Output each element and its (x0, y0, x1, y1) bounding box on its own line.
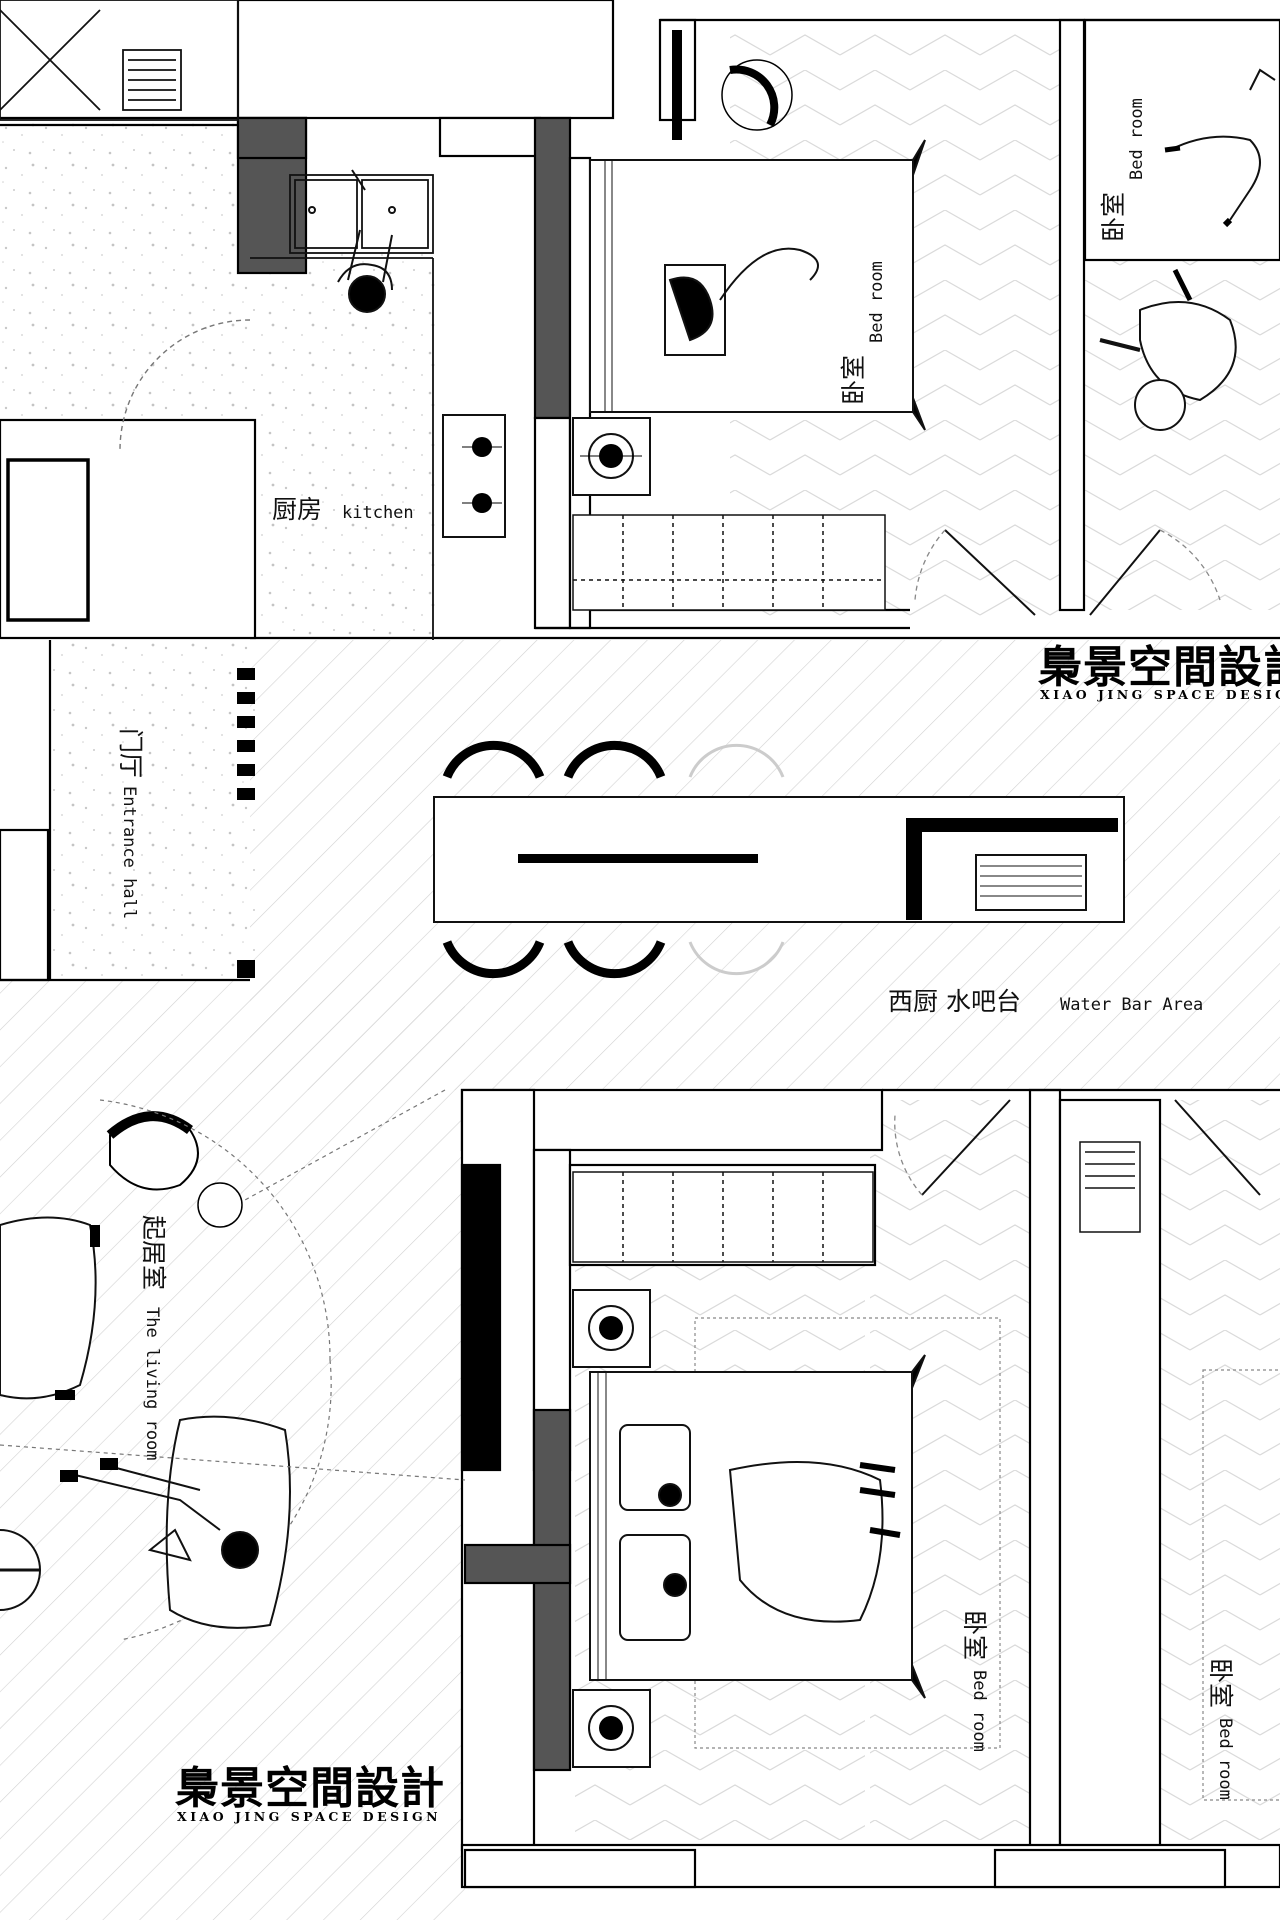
person-icon (60, 1458, 259, 1569)
person-icon (337, 229, 393, 313)
svg-text:kitchen: kitchen (342, 503, 414, 523)
svg-text:梟景空間設計: 梟景空間設計 (1037, 642, 1280, 693)
room-label-bedroom-top-right: 卧室 Bed room (1099, 98, 1147, 242)
svg-text:卧室: 卧室 (839, 355, 868, 405)
door-swing-icon (119, 319, 251, 451)
brand-logo-bottom: 梟景空間設計 XIAO JING SPACE DESIGN (174, 1763, 445, 1824)
svg-text:起居室: 起居室 (139, 1215, 168, 1290)
room-label-living: 起居室 The living room (139, 1215, 168, 1461)
svg-text:The living room: The living room (142, 1307, 162, 1461)
svg-text:卧室: 卧室 (1206, 1658, 1235, 1708)
sink-icon (308, 169, 396, 214)
svg-text:Entrance hall: Entrance hall (119, 786, 139, 919)
svg-text:Water Bar Area: Water Bar Area (1060, 995, 1203, 1015)
svg-text:卧室: 卧室 (1099, 192, 1128, 242)
lamp-icon (0, 1529, 41, 1611)
room-label-entrance: 门厅 Entrance hall (116, 728, 145, 919)
desk (1079, 1141, 1141, 1233)
bar-stool-icon (442, 740, 785, 979)
sightline (244, 1089, 446, 1201)
svg-text:Bed room: Bed room (1127, 98, 1147, 180)
svg-text:XIAO JING SPACE DESIGN: XIAO JING SPACE DESIGN (1040, 687, 1280, 702)
svg-text:Bed room: Bed room (1215, 1718, 1235, 1800)
svg-text:Bed room: Bed room (969, 1670, 989, 1752)
svg-text:厨房: 厨房 (272, 495, 322, 524)
living-rug (119, 1359, 332, 1641)
svg-text:卧室: 卧室 (960, 1610, 989, 1660)
svg-text:Bed room: Bed room (867, 261, 887, 343)
water-bar-island (433, 796, 1125, 923)
chair-icon (672, 30, 793, 140)
person-icon (1164, 68, 1276, 228)
room-label-bedroom-top-mid: 卧室 Bed room (839, 261, 887, 405)
sightline (0, 1444, 466, 1481)
stove-icon (572, 1289, 651, 1768)
svg-text:西厨 水吧台: 西厨 水吧台 (888, 987, 1021, 1016)
bed-icon (589, 1354, 926, 1699)
chair-icon (106, 1111, 243, 1228)
kitchen-counter (0, 0, 434, 640)
stove-icon (572, 417, 651, 496)
svg-text:门厅: 门厅 (116, 728, 145, 778)
stove-icon (442, 414, 506, 538)
svg-text:梟景空間設計: 梟景空間設計 (174, 1763, 445, 1814)
room-label-bedroom-bottom-right: 卧室 Bed room (1206, 1658, 1235, 1800)
svg-text:XIAO JING SPACE DESIGN: XIAO JING SPACE DESIGN (177, 1809, 441, 1824)
wardrobe (572, 514, 886, 611)
wardrobe (572, 1171, 874, 1263)
rug-outline (1202, 1369, 1280, 1801)
chair-icon (1099, 268, 1237, 431)
brand-logo-top: 梟景空間設計 XIAO JING SPACE DESIGN (1037, 642, 1280, 702)
sofa-icon (0, 1216, 291, 1629)
room-label-bedroom-bottom-mid: 卧室 Bed room (960, 1610, 989, 1752)
door-swing-icon (914, 529, 1221, 616)
room-label-kitchen: 厨房 kitchen (272, 495, 414, 524)
entrance-markers (237, 668, 255, 978)
door-swing-icon (894, 1099, 1261, 1196)
room-label-water-bar: 西厨 水吧台 Water Bar Area (888, 987, 1203, 1016)
bed-icon (589, 139, 926, 431)
